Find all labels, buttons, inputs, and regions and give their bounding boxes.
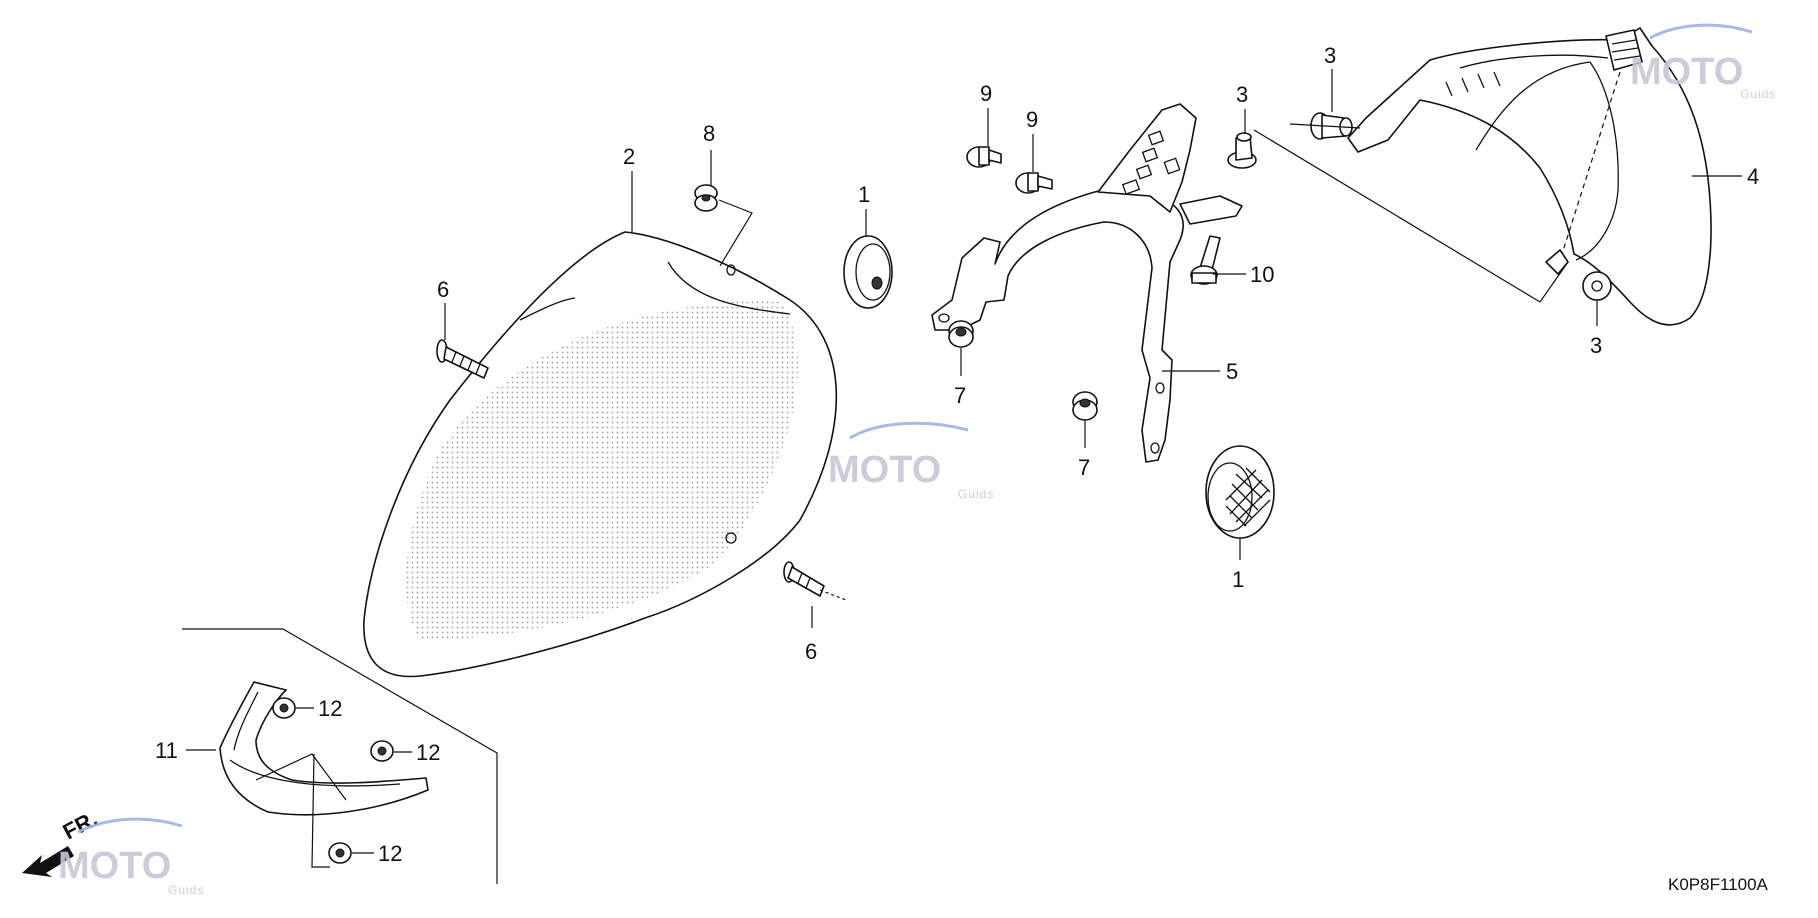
watermark-center: MOTO Guids (828, 421, 994, 501)
grommet-8 (694, 184, 718, 212)
callout-10: 10 (1250, 262, 1274, 287)
callout-1-lower: 1 (1232, 567, 1244, 592)
screen-bracket-5 (931, 103, 1243, 463)
callout-11: 11 (155, 738, 178, 763)
callout-3-right: 3 (1590, 333, 1602, 358)
callout-3-middle: 3 (1236, 82, 1248, 107)
callout-7-left: 7 (954, 383, 966, 408)
watermark-sub: Guids (168, 883, 204, 897)
callout-6-upper: 6 (437, 277, 449, 302)
nut-7-right (1072, 391, 1098, 421)
nut-7-left (948, 320, 974, 348)
callout-8: 8 (703, 121, 715, 146)
callout-3-left: 3 (1324, 43, 1336, 68)
callout-5: 5 (1226, 359, 1238, 384)
callout-1-upper: 1 (858, 182, 870, 207)
screw-6-lower (783, 561, 825, 597)
bolt-9-right (1015, 172, 1053, 194)
washer-3-right (1582, 271, 1612, 301)
windscreen (363, 231, 838, 678)
screw-6-upper (436, 339, 489, 379)
garnish-11 (219, 681, 429, 816)
watermark-sub: Guids (958, 487, 994, 501)
bolt-9-left (966, 146, 1002, 168)
clip-12-middle (370, 740, 394, 762)
watermark-top-right: MOTO Guids (1630, 23, 1776, 101)
watermark-text: MOTO (828, 449, 941, 491)
watermark-text: MOTO (58, 845, 171, 887)
bolt-10 (1190, 235, 1221, 285)
callout-12-top: 12 (318, 696, 342, 721)
clip-12-top (272, 697, 296, 719)
callout-12-middle: 12 (416, 740, 440, 765)
windscreen-mounting-hole (725, 532, 737, 544)
windscreen-logo-print (406, 300, 798, 640)
rubber-cap-1-lower (1205, 445, 1275, 539)
callout-4: 4 (1747, 164, 1759, 189)
watermark-bottom-left: MOTO Guids (58, 817, 204, 897)
windscreen-mounting-hole (726, 264, 736, 276)
watermark-sub: Guids (1740, 87, 1776, 101)
callout-9-right: 9 (1026, 107, 1038, 132)
callout-6-lower: 6 (805, 639, 817, 664)
diagram-code: K0P8F1100A (1668, 875, 1769, 894)
clip-12-bottom (328, 842, 352, 864)
callout-2: 2 (623, 144, 635, 169)
collar-3-middle (1227, 132, 1257, 169)
callout-12-bottom: 12 (378, 841, 402, 866)
callout-7-right: 7 (1078, 455, 1090, 480)
watermark-text: MOTO (1630, 51, 1743, 93)
rubber-cap-1-upper (843, 235, 893, 309)
front-fender-4 (1347, 27, 1712, 326)
callout-9-left: 9 (980, 81, 992, 106)
